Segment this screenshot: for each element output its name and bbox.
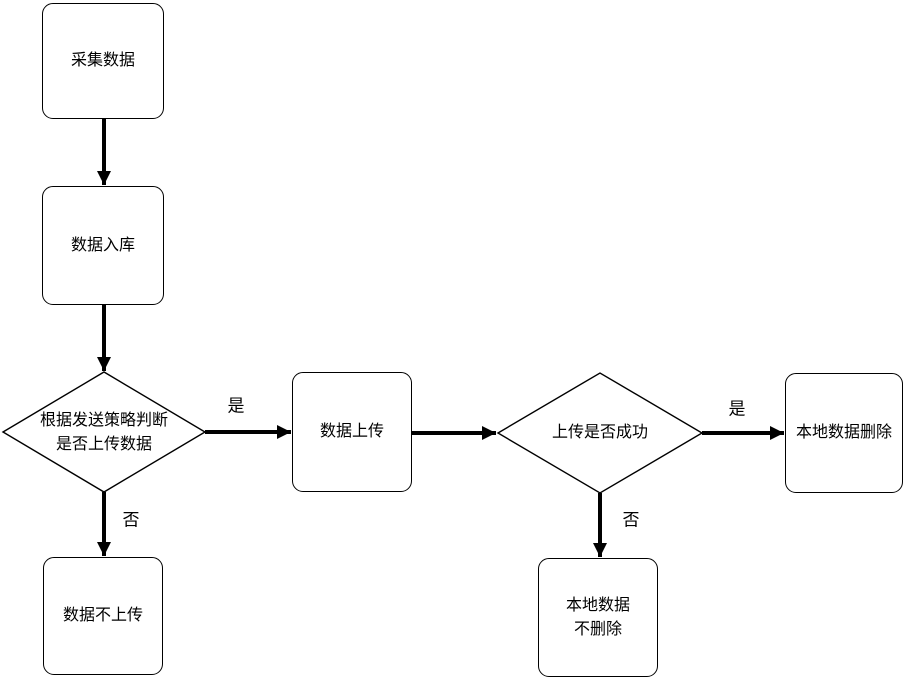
node-label: 数据不上传 — [62, 607, 143, 624]
node-collect-data: 采集数据 — [42, 3, 164, 119]
node-data-upload: 数据上传 — [292, 372, 412, 492]
node-data-not-uploaded: 数据不上传 — [43, 557, 163, 675]
node-delete-local-data: 本地数据删除 — [785, 373, 903, 493]
node-label: 采集数据 — [70, 52, 135, 69]
node-label: 数据上传 — [319, 423, 384, 440]
node-label: 数据入库 — [70, 236, 135, 254]
edge-label-no-decision1: 否 — [122, 510, 140, 530]
edge-label-yes-decision1: 是 — [227, 396, 245, 416]
node-label-line1: 本地数据 — [565, 596, 630, 614]
edge-label-yes-decision2: 是 — [728, 399, 746, 419]
decision-diamond-upload-success — [496, 372, 704, 494]
node-label-line2: 不删除 — [573, 620, 622, 638]
decision-diamond-send-strategy — [1, 371, 207, 493]
node-label: 本地数据 不删除 — [566, 594, 630, 642]
edge-label-no-decision2: 否 — [622, 510, 640, 530]
node-local-data-not-deleted: 本地数据 不删除 — [538, 558, 658, 677]
node-data-store: 数据入库 — [42, 186, 164, 305]
node-label: 本地数据删除 — [795, 424, 892, 441]
